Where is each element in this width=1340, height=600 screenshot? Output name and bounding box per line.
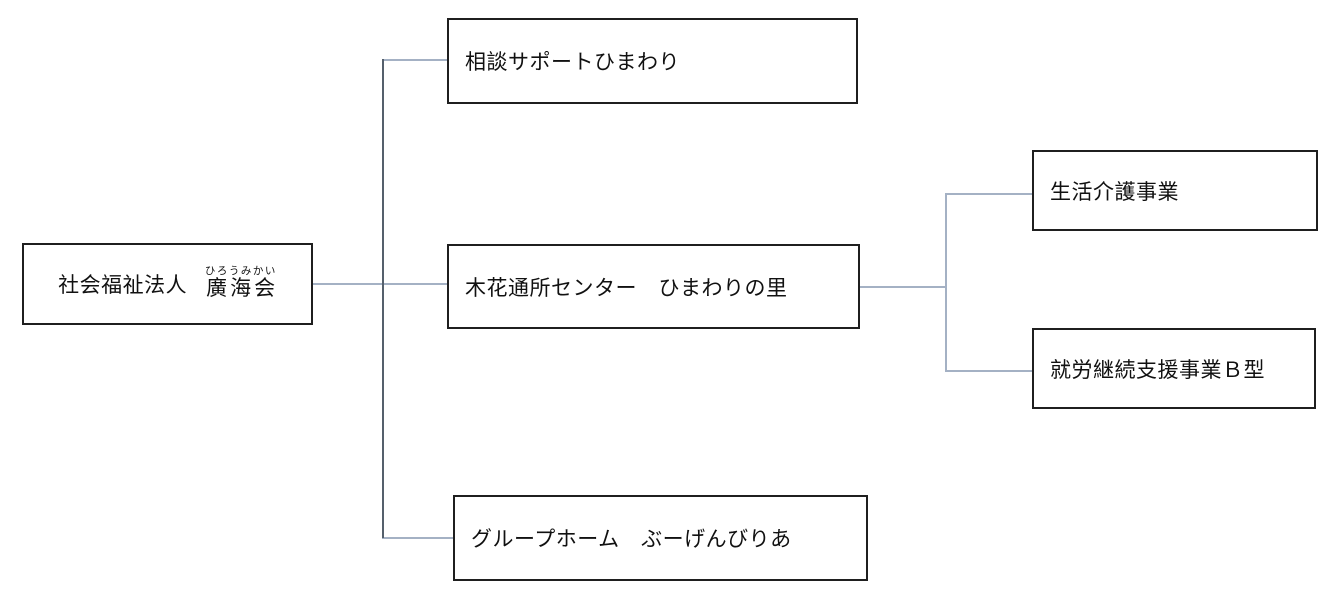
org-box-root: 社会福祉法人廣海会ひろうみかい — [22, 243, 313, 325]
connector-root-to-trunk — [313, 283, 447, 285]
org-box-seikatsu-kaigo: 生活介護事業 — [1032, 150, 1318, 231]
org-box-label: 生活介護事業 — [1050, 179, 1179, 204]
connector-child-branch-bottom — [945, 370, 1032, 372]
org-box-soudan-support-himawari: 相談サポートひまわり — [447, 18, 858, 104]
org-box-label: 就労継続支援事業Ｂ型 — [1050, 357, 1265, 382]
connector-trunk-vertical — [382, 59, 384, 538]
connector-branch-top — [382, 59, 447, 61]
org-root-name-ruby: 廣海会ひろうみかい — [205, 266, 277, 302]
org-box-label: 相談サポートひまわり — [465, 50, 680, 74]
org-box-label: グループホーム ぶーげんびりあ — [471, 527, 792, 551]
connector-child-branch-top — [945, 193, 1032, 195]
org-box-label: 木花通所センター ひまわりの里 — [465, 275, 788, 300]
connector-branch-bottom — [382, 537, 453, 539]
org-root-name: 廣海会 — [204, 276, 277, 300]
org-root-furigana: ひろうみかい — [204, 266, 277, 277]
connector-children-vertical — [945, 193, 947, 371]
org-box-grouphome-bougainvillea: グループホーム ぶーげんびりあ — [453, 495, 868, 581]
org-root-prefix: 社会福祉法人 — [58, 273, 188, 297]
connector-kibana-to-children — [860, 286, 946, 288]
org-box-shurou-keizoku-b: 就労継続支援事業Ｂ型 — [1032, 328, 1316, 409]
org-box-kibana-center-himawari-no-sato: 木花通所センター ひまわりの里 — [447, 244, 860, 329]
